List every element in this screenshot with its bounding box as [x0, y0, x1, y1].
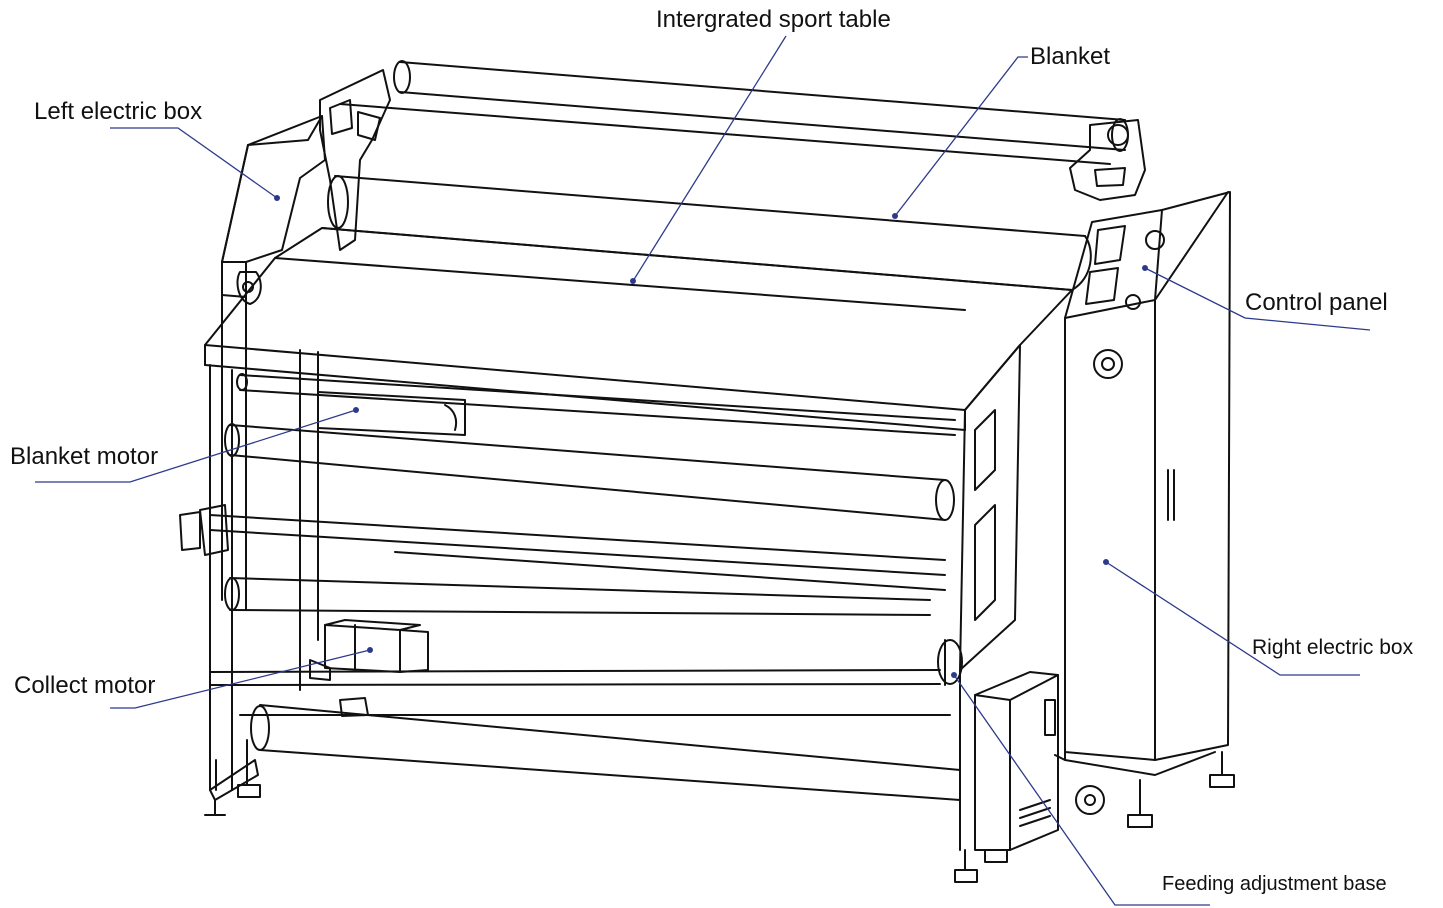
leader-feeding-base [953, 674, 1210, 906]
leader-left-box [110, 127, 278, 199]
left-top-bracket [319, 69, 391, 251]
leader-integrated-table [632, 35, 787, 282]
leader-collect-motor [110, 649, 371, 709]
leader-dots [274, 195, 1148, 678]
right-side-frame [954, 344, 1021, 883]
label-left-electric-box: Left electric box [34, 98, 203, 125]
label-control-panel: Control panel [1245, 289, 1388, 316]
right-feet [1075, 751, 1235, 828]
leader-blanket [894, 56, 1028, 217]
feeding-base-shape [974, 671, 1059, 851]
label-integrated-sport-table: Intergrated sport table [656, 6, 891, 33]
label-blanket-motor: Blanket motor [10, 443, 159, 470]
leader-right-box [1105, 561, 1360, 676]
leader-control-panel [1144, 267, 1371, 331]
control-panel-shape [1085, 225, 1165, 379]
blanket-drum [321, 175, 1092, 291]
collect-motor-shape [309, 619, 429, 717]
label-feeding-adjustment-base: Feeding adjustment base [1162, 873, 1387, 895]
top-roller [339, 60, 1129, 165]
leader-lines [35, 35, 1371, 906]
leader-blanket-motor [35, 409, 357, 483]
blanket-motor-shape [317, 391, 466, 436]
label-collect-motor: Collect motor [14, 672, 156, 699]
right-electric-box-shape [1054, 191, 1231, 776]
label-blanket: Blanket [1030, 43, 1111, 70]
right-top-bracket [1069, 119, 1146, 201]
label-right-electric-box: Right electric box [1252, 636, 1414, 659]
left-roller-holder [236, 271, 262, 305]
lower-rollers [209, 373, 963, 801]
left-side-frame [179, 349, 319, 816]
